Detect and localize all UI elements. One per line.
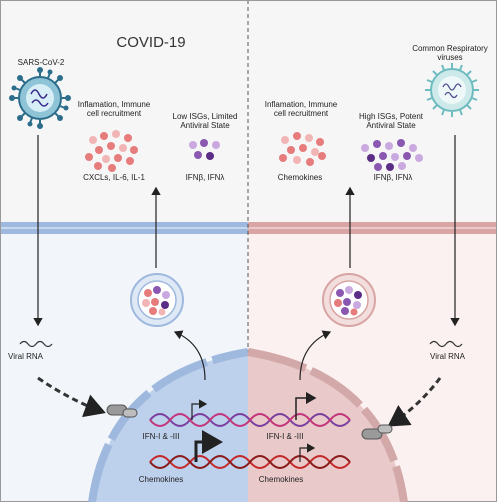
left-group2-label: Low ISGs, Limited Antiviral State [172, 112, 238, 131]
right-membrane [248, 222, 497, 234]
right-ifn-cluster [361, 139, 423, 171]
right-cytokine-cluster [279, 132, 326, 166]
left-vesicle-icon [130, 273, 184, 327]
nucleus [88, 348, 408, 502]
right-ifn-promoter-arrow-icon [295, 392, 317, 420]
left-rna-wave-icon [19, 340, 53, 348]
right-group1-items: Chemokines [277, 173, 323, 182]
left-viral-rna-label: Viral RNA [8, 352, 43, 361]
left-chemokine-gene-label: Chemokines [138, 475, 184, 484]
left-membrane [0, 222, 248, 234]
right-ifn-gene-label: IFN-I & -III [266, 432, 304, 441]
right-chemokine-gene-label: Chemokines [258, 475, 304, 484]
right-group1-label: Inflamation, Immune cell recruitment [264, 100, 338, 119]
left-chemokine-promoter-arrow-icon [194, 430, 223, 462]
left-cytokine-cluster [85, 130, 138, 172]
left-group2-items: IFNβ, IFNλ [185, 173, 225, 182]
left-group1-label: Inflamation, Immune cell recruitment [77, 100, 151, 119]
left-export-arrow [173, 330, 206, 381]
right-viral-rna-label: Viral RNA [430, 352, 465, 361]
coronavirus-icon [9, 67, 71, 129]
diagram-title: COVID-19 [116, 34, 186, 51]
left-ifn-gene-label: IFN-I & -III [142, 432, 180, 441]
left-ifn-promoter-arrow-icon [191, 399, 208, 420]
dna-red-icon [149, 455, 351, 469]
right-group2-items: IFNβ, IFNλ [373, 173, 413, 182]
right-ribosome-icon [361, 424, 393, 440]
right-export-arrow [299, 330, 332, 381]
dna-purple-icon [149, 413, 351, 427]
left-virus-label: SARS-CoV-2 [17, 58, 65, 67]
left-ribosome-icon [106, 404, 138, 418]
right-vesicle-icon [322, 273, 376, 327]
respiratory-virus-icon [425, 63, 479, 117]
right-chemokine-promoter-arrow-icon [299, 443, 316, 462]
right-rna-wave-icon [429, 340, 463, 348]
left-group1-items: CXCLs, IL-6, IL-1 [83, 173, 145, 182]
right-translation-arrow [387, 377, 442, 427]
right-virus-label: Common Respiratory viruses [412, 44, 488, 63]
left-ifn-cluster [189, 139, 220, 160]
right-group2-label: High ISGs, Potent Antiviral State [358, 112, 424, 131]
